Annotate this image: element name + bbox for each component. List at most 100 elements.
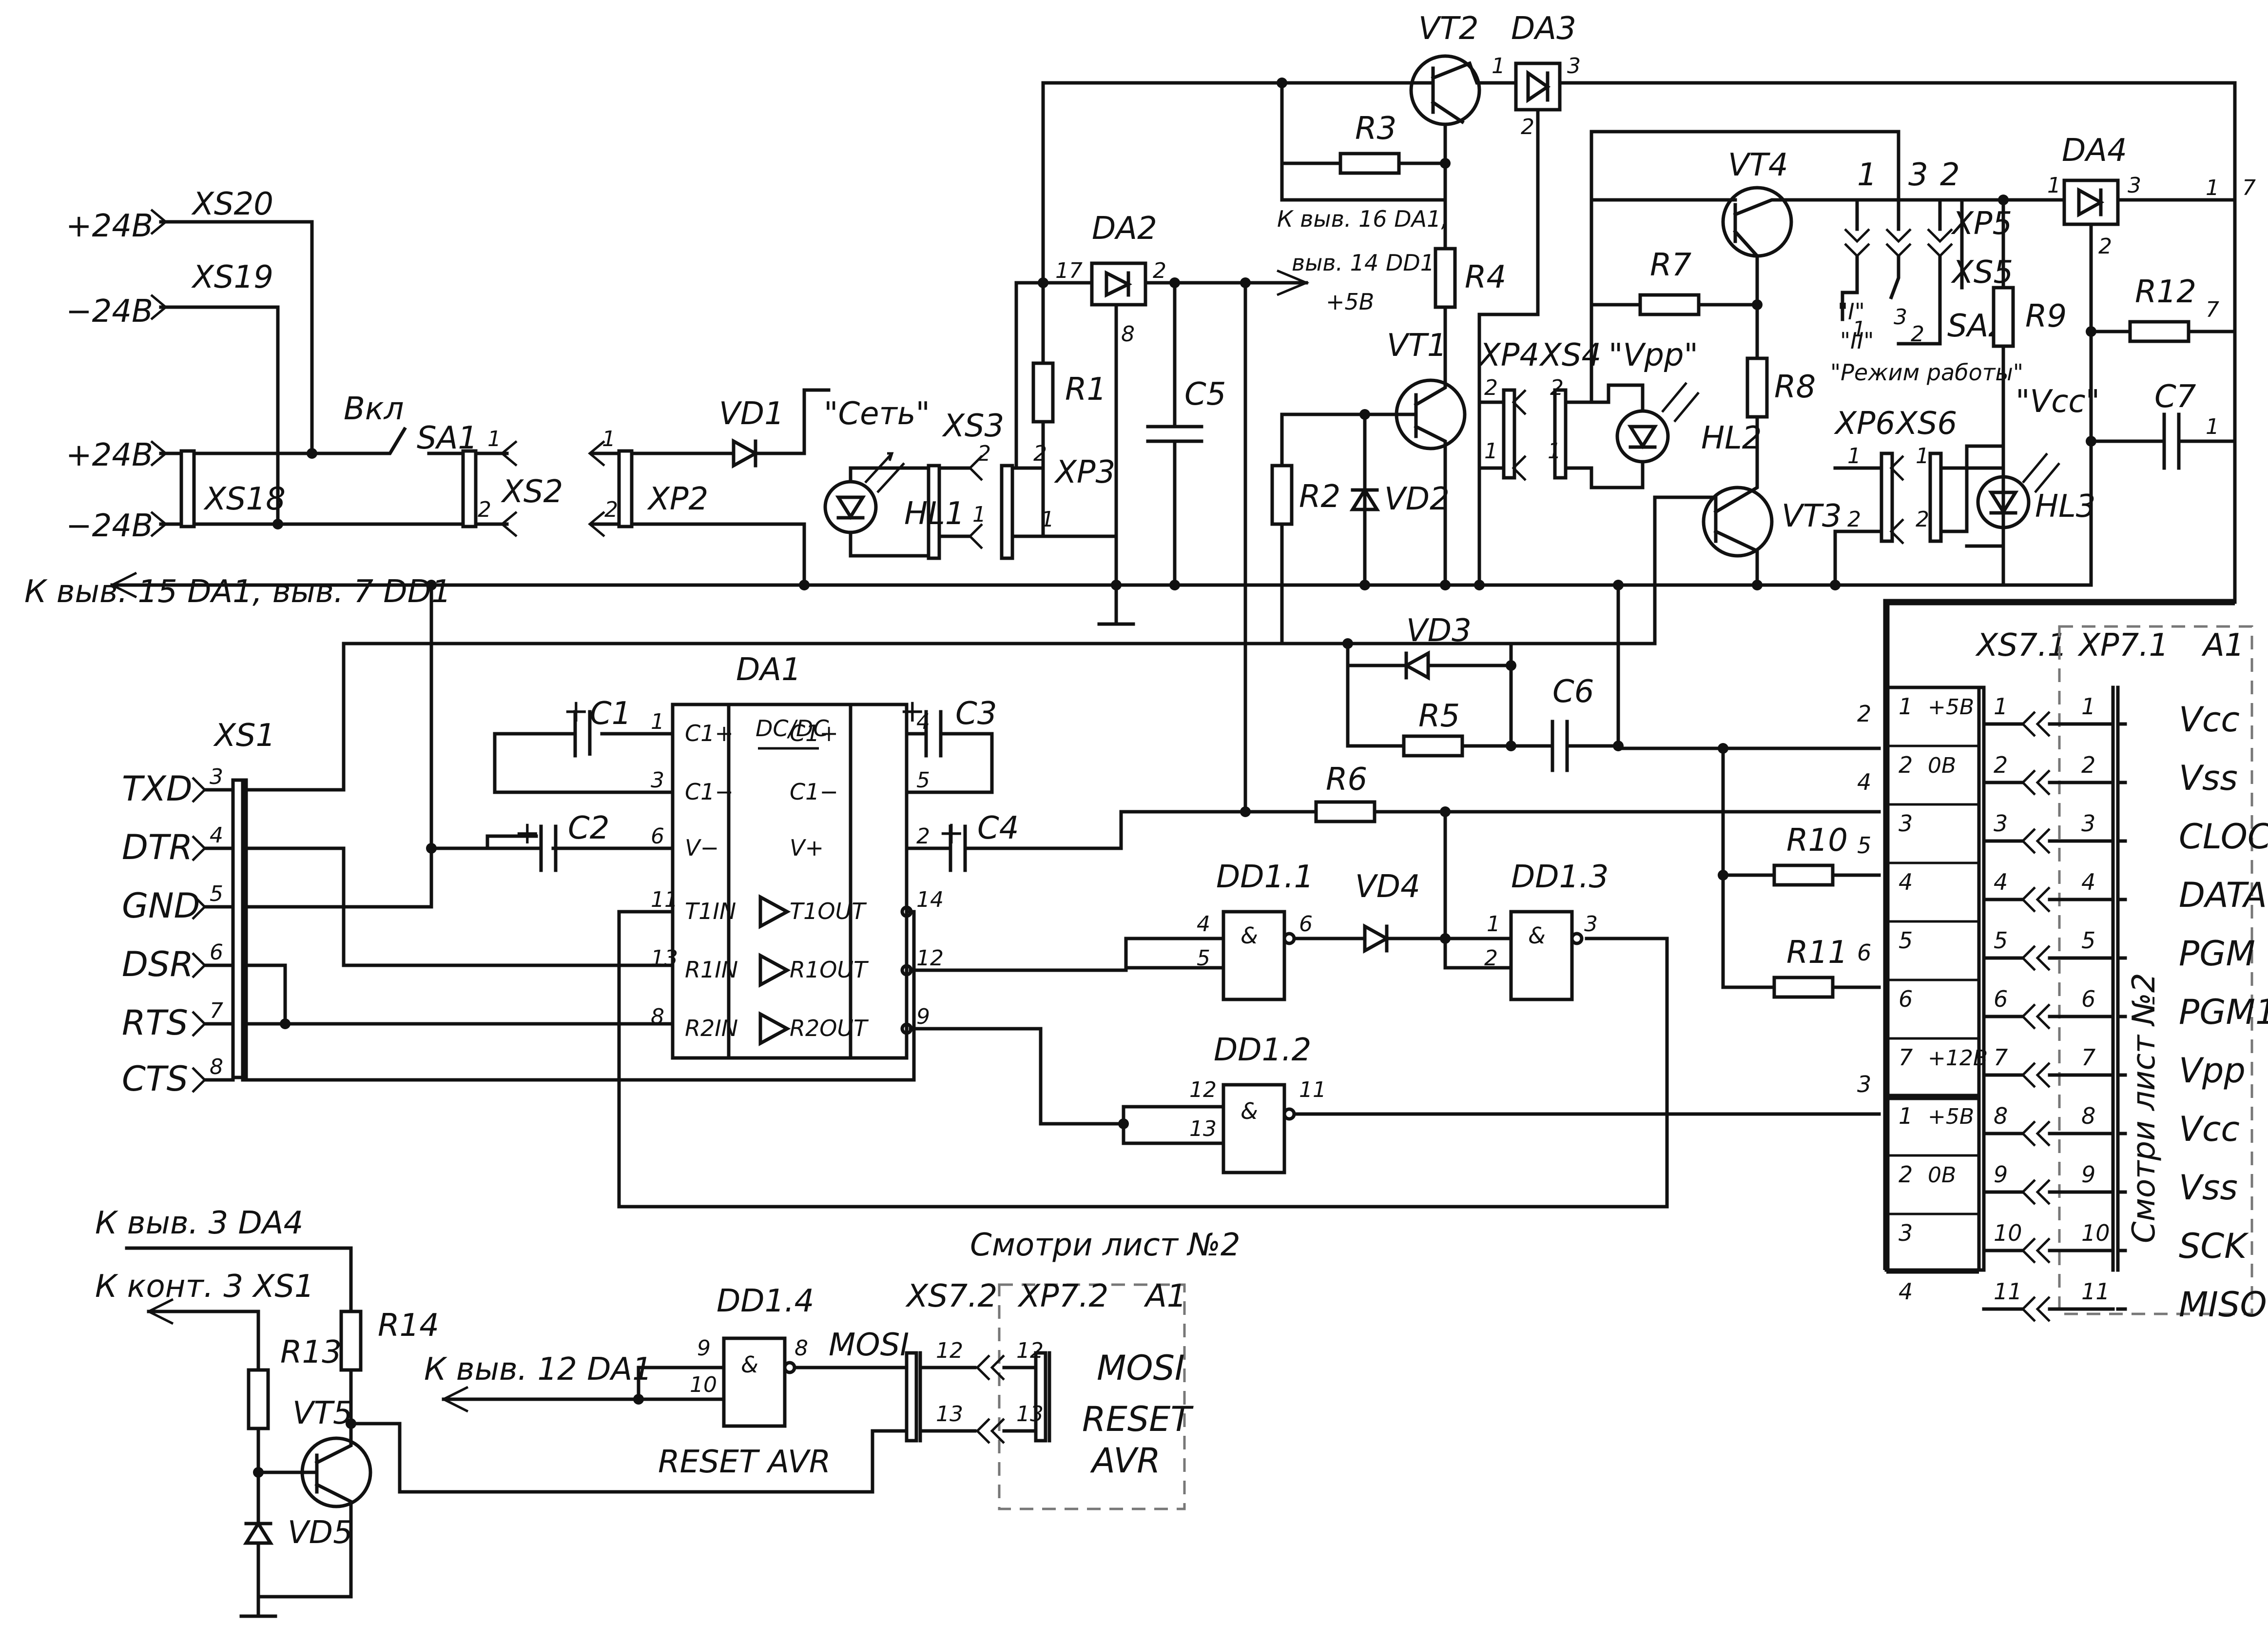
svg-text:7: 7	[2242, 176, 2256, 200]
da1-right-pin-number: 2	[916, 824, 930, 849]
ref-xs72: XS7.2	[905, 1278, 997, 1314]
regulator-vt2-section: VT2 R3 1 DA3 32 К выв. 16 DA1, выв. 14 D…	[1041, 11, 2237, 645]
xs71-pin-number: 5	[1994, 927, 2008, 954]
ref-r2: R2	[1299, 479, 1340, 515]
c2-plus: +	[514, 815, 541, 851]
xs71-row-number: 4	[1899, 869, 1913, 895]
xp71-signal: Vcc	[2179, 700, 2240, 740]
xs72-pin-13: 13	[936, 1402, 963, 1427]
ref-c7: C7	[2154, 379, 2196, 415]
rs232-chevron	[192, 835, 207, 861]
xp71-chevron	[2021, 1003, 2051, 1030]
xp72-pin-13: 13	[1016, 1402, 1044, 1427]
ref-xs18: XS18	[203, 481, 286, 517]
svg-text:2: 2	[1916, 507, 1929, 532]
xs71-row-note: +5В	[1928, 1104, 1974, 1129]
avr-reset-section: К выв. 3 DA4 К конт. 3 XS1 R14 R13 VT5 V…	[95, 1205, 1241, 1618]
xp71-signal: PGM1	[2179, 992, 2268, 1032]
svg-text:1: 1	[487, 427, 501, 451]
ref-r6: R6	[1326, 762, 1367, 798]
ref-vd4: VD4	[1355, 869, 1420, 905]
svg-text:1: 1	[2206, 176, 2219, 200]
da1-left-pin-name: R1IN	[685, 957, 738, 983]
ref-xp4: XP4	[1478, 337, 1539, 373]
note-to15: К выв. 15 DA1, выв. 7 DD1	[24, 574, 451, 610]
xp71-chevron	[2021, 1237, 2051, 1264]
ref-xp71: XP7.1	[2077, 627, 2169, 664]
da1-left-pin-name: R2IN	[685, 1015, 738, 1041]
xs71-row-number: 3	[1899, 810, 1913, 837]
ref-c2: C2	[568, 810, 609, 846]
ref-xs71: XS7.1	[1975, 627, 2067, 664]
note-to16b: выв. 14 DD1	[1292, 250, 1434, 276]
ref-r13: R13	[280, 1334, 342, 1370]
c3-plus: +	[899, 693, 926, 729]
ref-hl1: HL1	[904, 496, 965, 532]
data-line-resistors: R10 R11	[1616, 743, 1881, 999]
svg-text:2: 2	[1911, 322, 1924, 347]
dd12-sym: &	[1241, 1098, 1258, 1124]
ref-c5: C5	[1184, 376, 1226, 412]
svg-text:2: 2	[1484, 375, 1498, 400]
sa2-pin3: 3	[1908, 157, 1928, 193]
xp72-reset: RESET	[1082, 1399, 1194, 1439]
da1-right-pin-name: T1OUT	[790, 898, 867, 924]
svg-text:6: 6	[1299, 912, 1313, 937]
ref-xp6: XP6	[1834, 406, 1895, 442]
block-input-pin: 6	[1857, 939, 1871, 966]
da1-right-pin-number: 9	[916, 1004, 930, 1029]
ref-xs6: XS6	[1895, 406, 1957, 442]
xp71-signal: Vcc	[2179, 1109, 2240, 1149]
ref-r7: R7	[1650, 247, 1691, 283]
xp71-pin-number: 3	[2081, 810, 2095, 837]
da1-left-pin-name: C1+	[685, 720, 734, 746]
ref-hl3: HL3	[2035, 489, 2096, 525]
svg-text:3: 3	[1894, 305, 1907, 330]
da1-left-pin-number: 3	[651, 768, 664, 793]
rs232-signal-dtr: DTR	[122, 827, 193, 867]
label-p24a: +24В	[66, 208, 153, 244]
note-to12: К выв. 12 DA1	[424, 1351, 652, 1388]
xs71-row-number: 6	[1899, 986, 1913, 1012]
ref-xs20: XS20	[191, 186, 273, 222]
da1-inverted-output	[900, 905, 913, 918]
ref-c4: C4	[977, 810, 1019, 846]
ref-r11: R11	[1786, 935, 1848, 971]
da1-left-pin-name: V−	[685, 835, 719, 861]
xp71-chevron	[2021, 711, 2051, 737]
note-to-da4: К выв. 3 DA4	[95, 1205, 303, 1241]
svg-text:1: 1	[1548, 439, 1561, 464]
xs71-pin-number: 3	[1994, 810, 2008, 837]
svg-text:3: 3	[1584, 912, 1598, 937]
clock-data-network: VD3 R5 C6 R6	[1119, 583, 1881, 823]
sa2-pin1: 1	[1857, 157, 1877, 193]
da1-left-pin-number: 13	[651, 946, 678, 971]
xp71-pin-number: 8	[2081, 1103, 2095, 1129]
da1-right-pin-name: C1−	[790, 779, 838, 805]
svg-text:1: 1	[1852, 317, 1866, 342]
svg-text:2: 2	[604, 497, 618, 522]
ref-vt5: VT5	[292, 1395, 353, 1431]
ref-vd1: VD1	[719, 396, 784, 432]
xp71-signal: DATA	[2179, 875, 2267, 915]
note-sw-ii: "II"	[1840, 328, 1874, 354]
label-reset-avr: RESET AVR	[658, 1444, 831, 1480]
note-p5v: +5В	[1326, 289, 1374, 315]
xp71-pin-number: 9	[2081, 1161, 2095, 1188]
xs1-pin: 7	[210, 998, 223, 1023]
xs1-pin: 6	[210, 940, 223, 965]
da1-left-pin-number: 11	[651, 887, 678, 912]
ref-a1: A1	[2201, 627, 2245, 664]
rs232-signal-cts: CTS	[122, 1059, 188, 1099]
xs71-row-number: 1	[1899, 1103, 1913, 1129]
rs232-signal-dsr: DSR	[122, 944, 194, 984]
ref-vd5: VD5	[288, 1515, 353, 1551]
ref-xp3: XP3	[1054, 454, 1115, 490]
rs232-chevron	[192, 952, 207, 978]
ref-vt2: VT2	[1418, 11, 1479, 47]
rs232-signal-txd: TXD	[122, 769, 193, 809]
label-p24b: +24В	[66, 437, 153, 473]
ref-vd3: VD3	[1406, 613, 1472, 649]
